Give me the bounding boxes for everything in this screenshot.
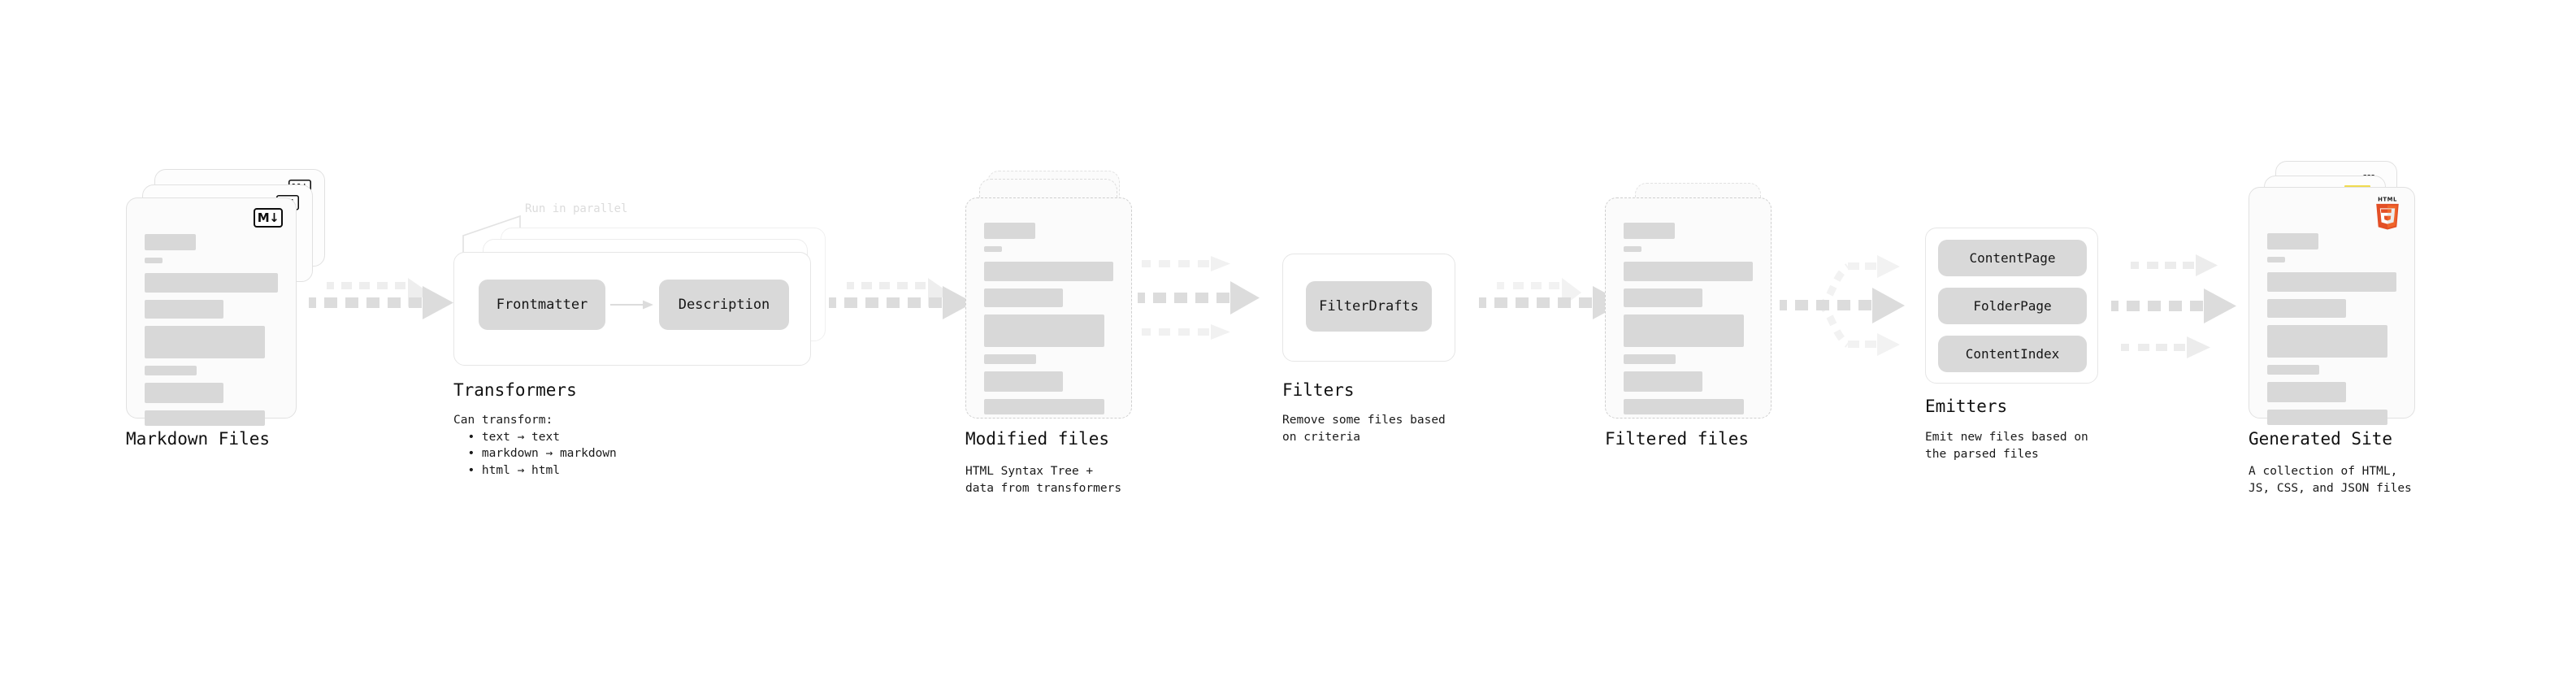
generated-placeholder-bars xyxy=(2267,233,2396,432)
stage-sublabel-transformers: Can transform: • text → text • markdown … xyxy=(453,414,617,477)
placeholder-bar xyxy=(1624,223,1675,239)
markdown-badge: M↓ xyxy=(254,208,283,228)
placeholder-bar xyxy=(984,223,1035,239)
filters-group[interactable]: FilterDrafts xyxy=(1282,254,1455,362)
placeholder-bar xyxy=(1624,399,1744,414)
svg-text:HTML: HTML xyxy=(2378,196,2397,202)
stage-label-filters: Filters xyxy=(1282,380,1355,400)
placeholder-bar xyxy=(984,246,1002,252)
placeholder-bar xyxy=(145,273,278,293)
stage-label-filtered-files: Filtered files xyxy=(1605,429,1750,449)
filtered-card-front[interactable] xyxy=(1605,197,1772,419)
transformer-chip-frontmatter[interactable]: Frontmatter xyxy=(479,280,605,330)
stage-sublabel-modified-files: HTML Syntax Tree + data from transformer… xyxy=(965,465,1122,495)
placeholder-bar xyxy=(145,258,163,263)
stage-label-transformers: Transformers xyxy=(453,380,577,400)
emitter-chip-folderpage[interactable]: FolderPage xyxy=(1938,288,2087,324)
placeholder-bar xyxy=(2267,382,2346,402)
placeholder-bar xyxy=(984,314,1104,347)
placeholder-bar xyxy=(2267,272,2396,292)
placeholder-bar xyxy=(2267,257,2285,262)
transformer-group-front[interactable]: Frontmatter Description xyxy=(453,252,811,366)
placeholder-bar xyxy=(1624,262,1753,281)
placeholder-bar xyxy=(984,371,1063,392)
placeholder-bar xyxy=(145,326,265,358)
placeholder-bar xyxy=(1624,371,1702,392)
filter-chip-filterdrafts[interactable]: FilterDrafts xyxy=(1306,281,1432,332)
placeholder-bar xyxy=(2267,365,2319,375)
transformer-inner-arrow xyxy=(610,300,653,310)
stage-sublabel-filters: Remove some files based on criteria xyxy=(1282,414,1446,444)
html5-badge: HTML xyxy=(2376,196,2399,230)
filtered-placeholder-bars xyxy=(1624,223,1753,422)
placeholder-bar xyxy=(984,354,1036,364)
modified-placeholder-bars xyxy=(984,223,1113,422)
transformer-chip-description[interactable]: Description xyxy=(659,280,789,330)
stage-label-modified-files: Modified files xyxy=(965,429,1110,449)
placeholder-bar xyxy=(1624,314,1744,347)
emitters-group[interactable]: ContentPage FolderPage ContentIndex xyxy=(1925,228,2098,384)
arrow-filtered-files-to-emitters xyxy=(1780,255,1905,356)
placeholder-bar xyxy=(2267,410,2387,425)
emitter-chip-contentpage[interactable]: ContentPage xyxy=(1938,240,2087,276)
placeholder-bar xyxy=(984,399,1104,414)
placeholder-bar xyxy=(984,288,1063,307)
stage-sublabel-generated-site: A collection of HTML, JS, CSS, and JSON … xyxy=(2249,465,2412,495)
arrow-filters-to-filtered-files xyxy=(1479,278,1624,319)
emitter-chip-contentindex[interactable]: ContentIndex xyxy=(1938,336,2087,372)
stage-sublabel-emitters: Emit new files based on the parsed files xyxy=(1925,431,2088,461)
stage-label-emitters: Emitters xyxy=(1925,397,2008,416)
placeholder-bar xyxy=(2267,299,2346,318)
generated-card-front[interactable]: HTML xyxy=(2249,187,2415,425)
placeholder-bar xyxy=(2267,233,2318,249)
placeholder-bar xyxy=(1624,288,1702,307)
stage-label-markdown-files: Markdown Files xyxy=(126,429,271,449)
placeholder-bar xyxy=(145,234,196,250)
markdown-card-front[interactable]: M↓ xyxy=(126,197,297,426)
placeholder-bar xyxy=(1624,246,1641,252)
placeholder-bar xyxy=(145,383,223,403)
placeholder-bar xyxy=(984,262,1113,281)
modified-card-front[interactable] xyxy=(965,197,1132,419)
placeholder-bar xyxy=(1624,354,1676,364)
arrow-markdown-to-transformers xyxy=(309,278,453,319)
placeholder-bar xyxy=(145,410,265,426)
placeholder-bar xyxy=(2267,325,2387,358)
arrow-transformers-to-modified-files xyxy=(829,278,974,319)
arrow-modified-files-to-filters xyxy=(1138,256,1260,340)
arrow-emitters-to-generated-site xyxy=(2111,254,2236,358)
markdown-placeholder-bars xyxy=(145,234,278,433)
run-in-parallel-label: Run in parallel xyxy=(525,202,628,215)
placeholder-bar xyxy=(145,366,197,375)
stage-label-generated-site: Generated Site xyxy=(2249,429,2393,449)
placeholder-bar xyxy=(145,300,223,319)
